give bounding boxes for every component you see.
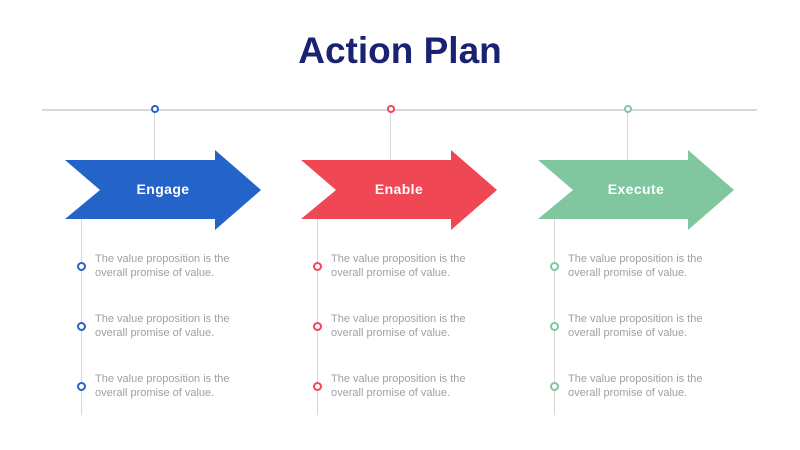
column-enable: Enable The value proposition is the over… [236, 0, 497, 450]
bullet-text: The value proposition is the overall pro… [568, 253, 703, 279]
arrow-label-enable: Enable [374, 181, 424, 197]
arrow-shape-enable [301, 150, 497, 230]
bullet-ring-icon [313, 382, 322, 391]
timeline-marker-enable [387, 105, 395, 113]
arrow-shape-execute [538, 150, 734, 230]
bullet-ring-icon [550, 262, 559, 271]
column-execute: Execute The value proposition is the ove… [473, 0, 734, 450]
bullet-ring-icon [313, 322, 322, 331]
bullet-text: The value proposition is the overall pro… [95, 373, 230, 399]
bullet-ring-icon [77, 262, 86, 271]
arrow-label-execute: Execute [607, 181, 665, 197]
page-title: Action Plan [298, 30, 502, 71]
bullet-ring-icon [550, 382, 559, 391]
connector-line-bottom [554, 219, 555, 415]
bullet-ring-icon [77, 322, 86, 331]
bullet-text: The value proposition is the overall pro… [95, 313, 230, 339]
bullet-text: The value proposition is the overall pro… [95, 253, 230, 279]
arrow-shape-engage [65, 150, 261, 230]
column-engage: Engage The value proposition is the over… [0, 0, 261, 450]
connector-line-top [627, 111, 628, 161]
timeline-line [42, 109, 757, 111]
connector-line-top [390, 111, 391, 161]
connector-line-bottom [317, 219, 318, 415]
connector-line-top [154, 111, 155, 161]
timeline-marker-engage [151, 105, 159, 113]
bullet-text: The value proposition is the overall pro… [331, 313, 466, 339]
bullet-text: The value proposition is the overall pro… [331, 253, 466, 279]
bullet-ring-icon [550, 322, 559, 331]
arrow-label-engage: Engage [136, 181, 190, 197]
bullet-text: The value proposition is the overall pro… [568, 313, 703, 339]
bullet-text: The value proposition is the overall pro… [568, 373, 703, 399]
timeline-marker-execute [624, 105, 632, 113]
bullet-ring-icon [77, 382, 86, 391]
connector-line-bottom [81, 219, 82, 415]
bullet-text: The value proposition is the overall pro… [331, 373, 466, 399]
bullet-ring-icon [313, 262, 322, 271]
